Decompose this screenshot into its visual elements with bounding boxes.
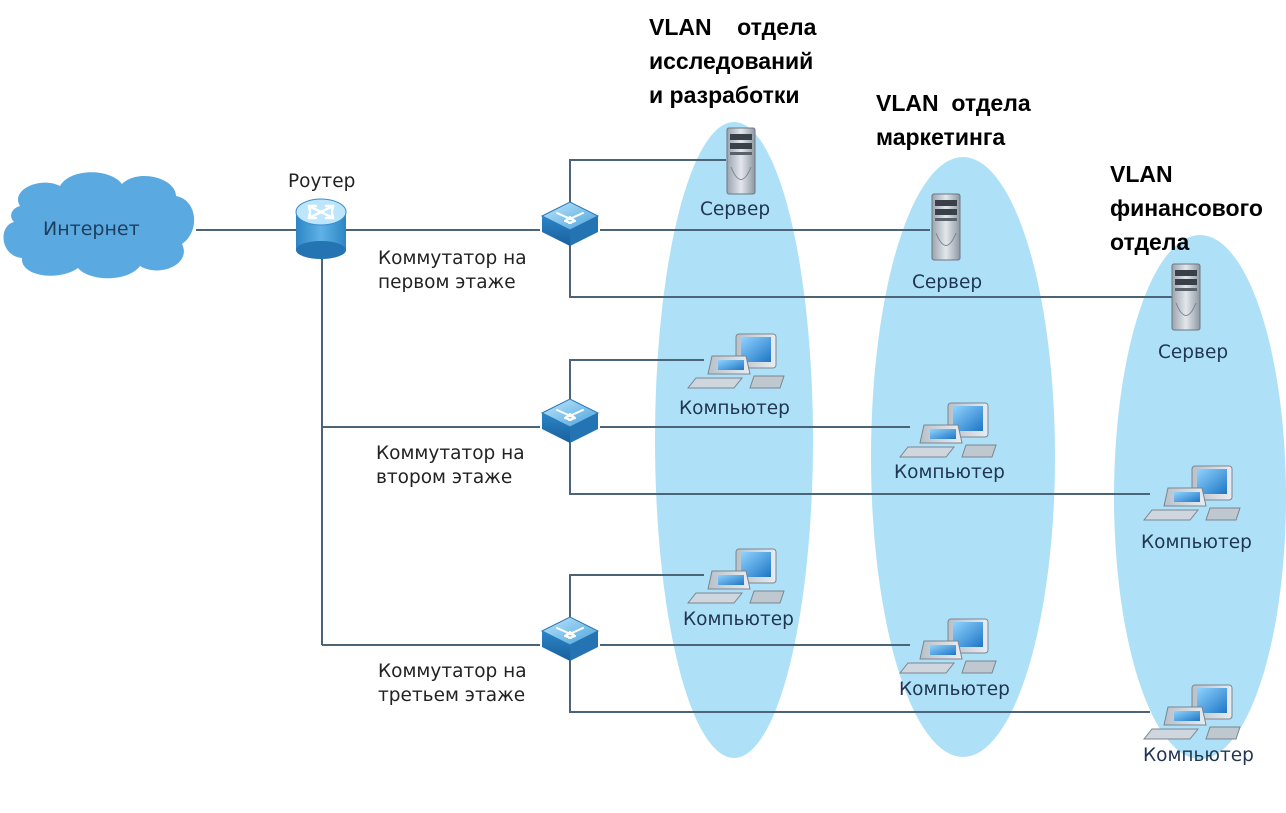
- marketing-server-label: Сервер: [912, 272, 983, 293]
- internet-cloud: [3, 172, 195, 279]
- marketing-pc-floor3-label: Компьютер: [899, 679, 1010, 700]
- vlan-rd-title: VLAN отдела исследований и разработки: [649, 14, 817, 108]
- rd-server-label: Сервер: [700, 199, 771, 220]
- switch-floor3-icon: [541, 616, 599, 662]
- finance-pc-floor3-label: Компьютер: [1143, 745, 1254, 766]
- router-icon: [295, 198, 347, 259]
- finance-server-label: Сервер: [1158, 342, 1229, 363]
- router-label: Роутер: [288, 171, 356, 192]
- rd-server-icon: [726, 127, 756, 195]
- finance-pc-floor2-label: Компьютер: [1141, 532, 1252, 553]
- finance-server-icon: [1171, 263, 1201, 331]
- switch-floor1-label: Коммутатор на первом этаже: [378, 248, 527, 293]
- rd-pc-floor2-label: Компьютер: [679, 398, 790, 419]
- marketing-pc-floor2-label: Компьютер: [894, 462, 1005, 483]
- rd-pc-floor3-label: Компьютер: [683, 609, 794, 630]
- vlan-marketing-title: VLAN отдела маркетинга: [876, 90, 1031, 150]
- switch-floor3-label: Коммутатор на третьем этаже: [378, 661, 527, 706]
- network-links: [196, 159, 1172, 713]
- vlan-finance-title: VLAN финансового отдела: [1110, 161, 1263, 255]
- switch-floor2-label: Коммутатор на втором этаже: [376, 443, 525, 488]
- marketing-server-icon: [931, 193, 961, 261]
- internet-label: Интернет: [43, 218, 140, 240]
- switch-floor1-icon: [541, 201, 599, 247]
- switch-floor2-icon: [541, 398, 599, 444]
